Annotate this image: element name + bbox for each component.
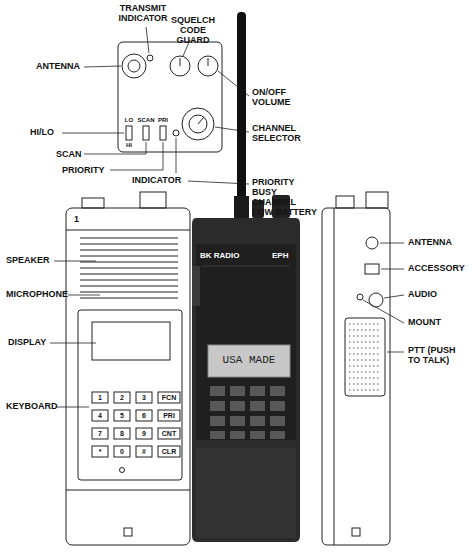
antenna-socket (122, 54, 146, 78)
callout-label: DISPLAY (8, 338, 46, 348)
radio-body (192, 218, 300, 542)
callout-label: PRIORITY BUSY CHANNEL LOW BATTERY (252, 178, 318, 218)
callout-label: PRIORITY (62, 166, 105, 176)
mount-hole (357, 294, 363, 300)
antenna (237, 12, 246, 217)
key-label: 0 (114, 446, 130, 457)
callout-label: ANTENNA (36, 62, 80, 72)
leader-lines (363, 243, 404, 352)
model-name: EPH (272, 252, 288, 261)
side-view-drawing (322, 192, 390, 545)
callout-label: SPEAKER (6, 256, 50, 266)
callout-label: KEYBOARD (6, 402, 58, 412)
key-label: FCN (158, 392, 180, 403)
callout-label: ANTENNA (408, 238, 452, 248)
priority-switch (160, 126, 166, 140)
side-body (322, 208, 390, 545)
radio-photo (192, 12, 300, 542)
front-view-drawing (66, 192, 190, 545)
key-label: # (136, 446, 152, 457)
bottom-clip (124, 528, 132, 536)
ptt-button (345, 318, 385, 396)
speaker-grille (80, 238, 178, 298)
leader-lines (62, 27, 249, 184)
callout-label: PTT (PUSH TO TALK) (408, 346, 468, 366)
callout-label: ON/OFF VOLUME (252, 88, 298, 108)
front-face (196, 244, 296, 440)
callout-label: TRANSMIT INDICATOR (112, 4, 174, 24)
brand-name: BK RADIO (200, 252, 240, 261)
front-panel (78, 310, 182, 480)
battery-pack (196, 448, 296, 538)
switch-label: LO (121, 117, 137, 124)
callout-label: MOUNT (408, 318, 441, 328)
top-knob (140, 192, 166, 208)
top-knob (366, 192, 388, 208)
callout-label: HI/LO (30, 128, 54, 138)
key-label: 1 (92, 392, 108, 403)
key-label: CLR (158, 446, 180, 457)
top-knob (336, 196, 354, 208)
callout-label: AUDIO (408, 290, 437, 300)
knob-mark (208, 58, 209, 66)
callout-label: CHANNEL SELECTOR (252, 124, 310, 144)
channel-dial (182, 108, 214, 140)
keypad-keys (92, 392, 180, 457)
key-label: * (92, 446, 108, 457)
switch-label: HI (121, 142, 137, 149)
antenna-jack (366, 237, 378, 249)
indicator-led (173, 130, 179, 136)
callout-label: INDICATOR (132, 176, 181, 186)
hilo-switch (126, 126, 132, 140)
callout-label: MICROPHONE (6, 290, 68, 300)
volume-knob (198, 56, 218, 76)
callout-label: ACCESSORY (408, 264, 465, 274)
bottom-clip (352, 528, 360, 536)
key-label: 7 (92, 428, 108, 439)
channel-dial-inner (189, 115, 207, 133)
callout-label: SCAN (56, 150, 82, 160)
key-label: PRI (158, 410, 180, 421)
dial-pointer (198, 117, 204, 124)
antenna-socket-inner (128, 60, 140, 72)
key-label: 4 (92, 410, 108, 421)
key-label: CNT (158, 428, 180, 439)
key-label: 5 (114, 410, 130, 421)
switch-label: PRI (156, 117, 170, 124)
key-label: 3 (136, 392, 152, 403)
accessory-jack (365, 264, 379, 274)
key-label: 2 (114, 392, 130, 403)
squelch-knob (170, 56, 190, 76)
display-window (92, 322, 170, 360)
switch-label: SCAN (135, 117, 157, 124)
transmit-led (147, 55, 153, 61)
radio-body (66, 208, 190, 545)
top-view (118, 42, 222, 152)
key-label: 6 (136, 410, 152, 421)
display-text: USA MADE (208, 354, 290, 366)
top-knob (82, 198, 104, 208)
key-label: 8 (114, 428, 130, 439)
keypad (210, 386, 285, 439)
knob-mark (180, 58, 181, 66)
scan-switch (143, 126, 149, 140)
leader-lines (50, 261, 100, 407)
top-panel (118, 42, 222, 152)
callout-label: SQUELCH CODE GUARD (164, 16, 222, 46)
display (208, 345, 290, 377)
key-label: 9 (136, 428, 152, 439)
panel-number: 1 (74, 215, 79, 225)
